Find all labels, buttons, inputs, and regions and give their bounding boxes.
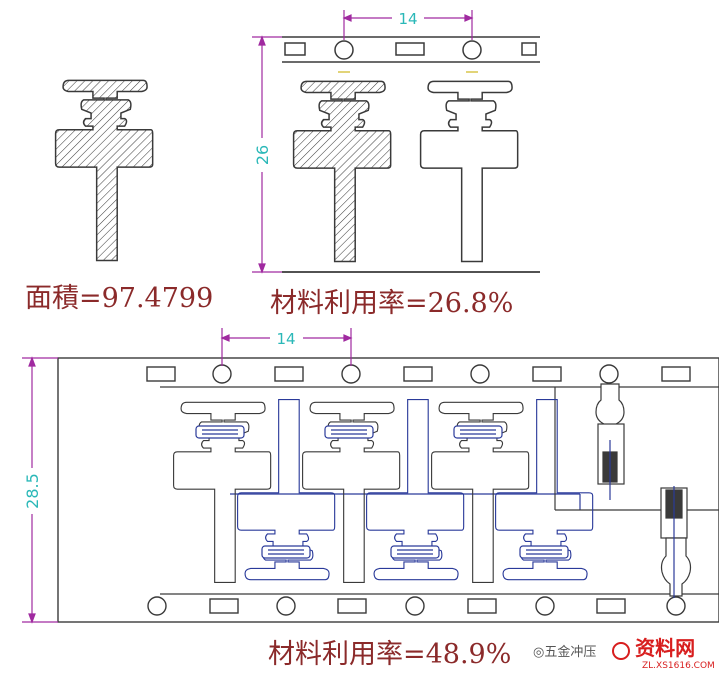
utilization-caption-bottom: 材料利用率=48.9%	[268, 639, 512, 670]
single-part-hatched	[54, 79, 154, 262]
pilot-hole	[405, 596, 425, 616]
formed-terminal-lower	[660, 486, 692, 598]
top-height-value: 26	[253, 145, 272, 165]
watermark-logo: 资料网	[612, 638, 695, 660]
pilot-hole	[599, 364, 619, 384]
pilot-hole	[535, 596, 555, 616]
logo-icon	[612, 641, 630, 660]
top-strip	[282, 36, 540, 273]
pilot-hole	[334, 40, 354, 60]
area-caption: 面積=97.4799	[25, 283, 214, 314]
strip-part-outline	[419, 80, 519, 263]
bottom-pitch-dimension	[220, 328, 353, 366]
watermark-left-text: ◎五金冲压	[533, 645, 597, 660]
strip-part-hatched	[292, 80, 392, 263]
pilot-hole	[341, 364, 361, 384]
pilot-hole	[276, 596, 296, 616]
top-pitch-dimension	[342, 10, 474, 40]
bottom-strip	[57, 357, 719, 623]
wechat-icon: ◎	[533, 645, 545, 660]
bottom-pitch-value: 14	[276, 330, 295, 348]
pilot-hole	[147, 596, 167, 616]
watermark-url: ZL.XS1616.COM	[642, 661, 715, 671]
bottom-height-dimension	[22, 356, 58, 624]
formed-terminal-upper	[595, 383, 625, 500]
top-pitch-value: 14	[398, 10, 417, 28]
pilot-hole	[470, 364, 490, 384]
pilot-hole	[212, 364, 232, 384]
pilot-hole	[666, 596, 686, 616]
bottom-height-value: 28.5	[23, 473, 42, 509]
pilot-hole	[462, 40, 482, 60]
top-height-dimension	[252, 35, 282, 274]
utilization-caption-top: 材料利用率=26.8%	[270, 288, 514, 319]
